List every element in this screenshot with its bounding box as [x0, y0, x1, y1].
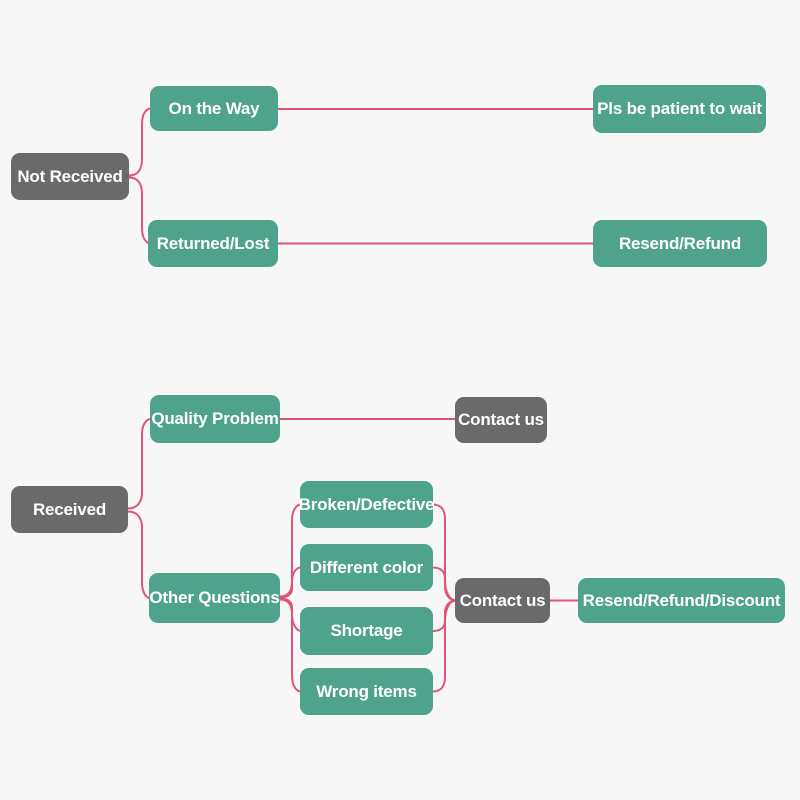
connector-otherquestions-shortage: [279, 597, 302, 632]
node-broken-defective[interactable]: Broken/Defective: [299, 481, 435, 528]
node-quality-problem[interactable]: Quality Problem: [150, 395, 280, 443]
node-different-color[interactable]: Different color: [300, 544, 433, 591]
connector-otherquestions-broken: [279, 503, 302, 598]
connector-otherquestions-wrongitems: [279, 598, 302, 693]
connector-wrongitems-contactus: [432, 599, 457, 693]
connector-otherquestions-differentcolor: [279, 566, 302, 599]
connector-differentcolor-contactus: [432, 566, 457, 602]
node-pls-be-patient[interactable]: Pls be patient to wait: [593, 85, 766, 133]
connector-notreceived-ontheway: [128, 107, 152, 177]
node-contact-us-other[interactable]: Contact us: [455, 578, 550, 623]
node-contact-us-quality[interactable]: Contact us: [455, 397, 547, 443]
node-resend-refund-discount[interactable]: Resend/Refund/Discount: [578, 578, 785, 623]
connector-received-otherquestions: [127, 510, 151, 599]
node-shortage[interactable]: Shortage: [300, 607, 433, 655]
node-received[interactable]: Received: [11, 486, 128, 533]
node-wrong-items[interactable]: Wrong items: [300, 668, 433, 715]
connector-notreceived-returnedlost: [128, 176, 152, 245]
node-other-questions[interactable]: Other Questions: [149, 573, 280, 623]
connector-received-qualityproblem: [127, 418, 152, 510]
node-on-the-way[interactable]: On the Way: [150, 86, 278, 131]
node-returned-lost[interactable]: Returned/Lost: [148, 220, 278, 267]
node-resend-refund[interactable]: Resend/Refund: [593, 220, 767, 267]
node-not-received[interactable]: Not Received: [11, 153, 129, 200]
